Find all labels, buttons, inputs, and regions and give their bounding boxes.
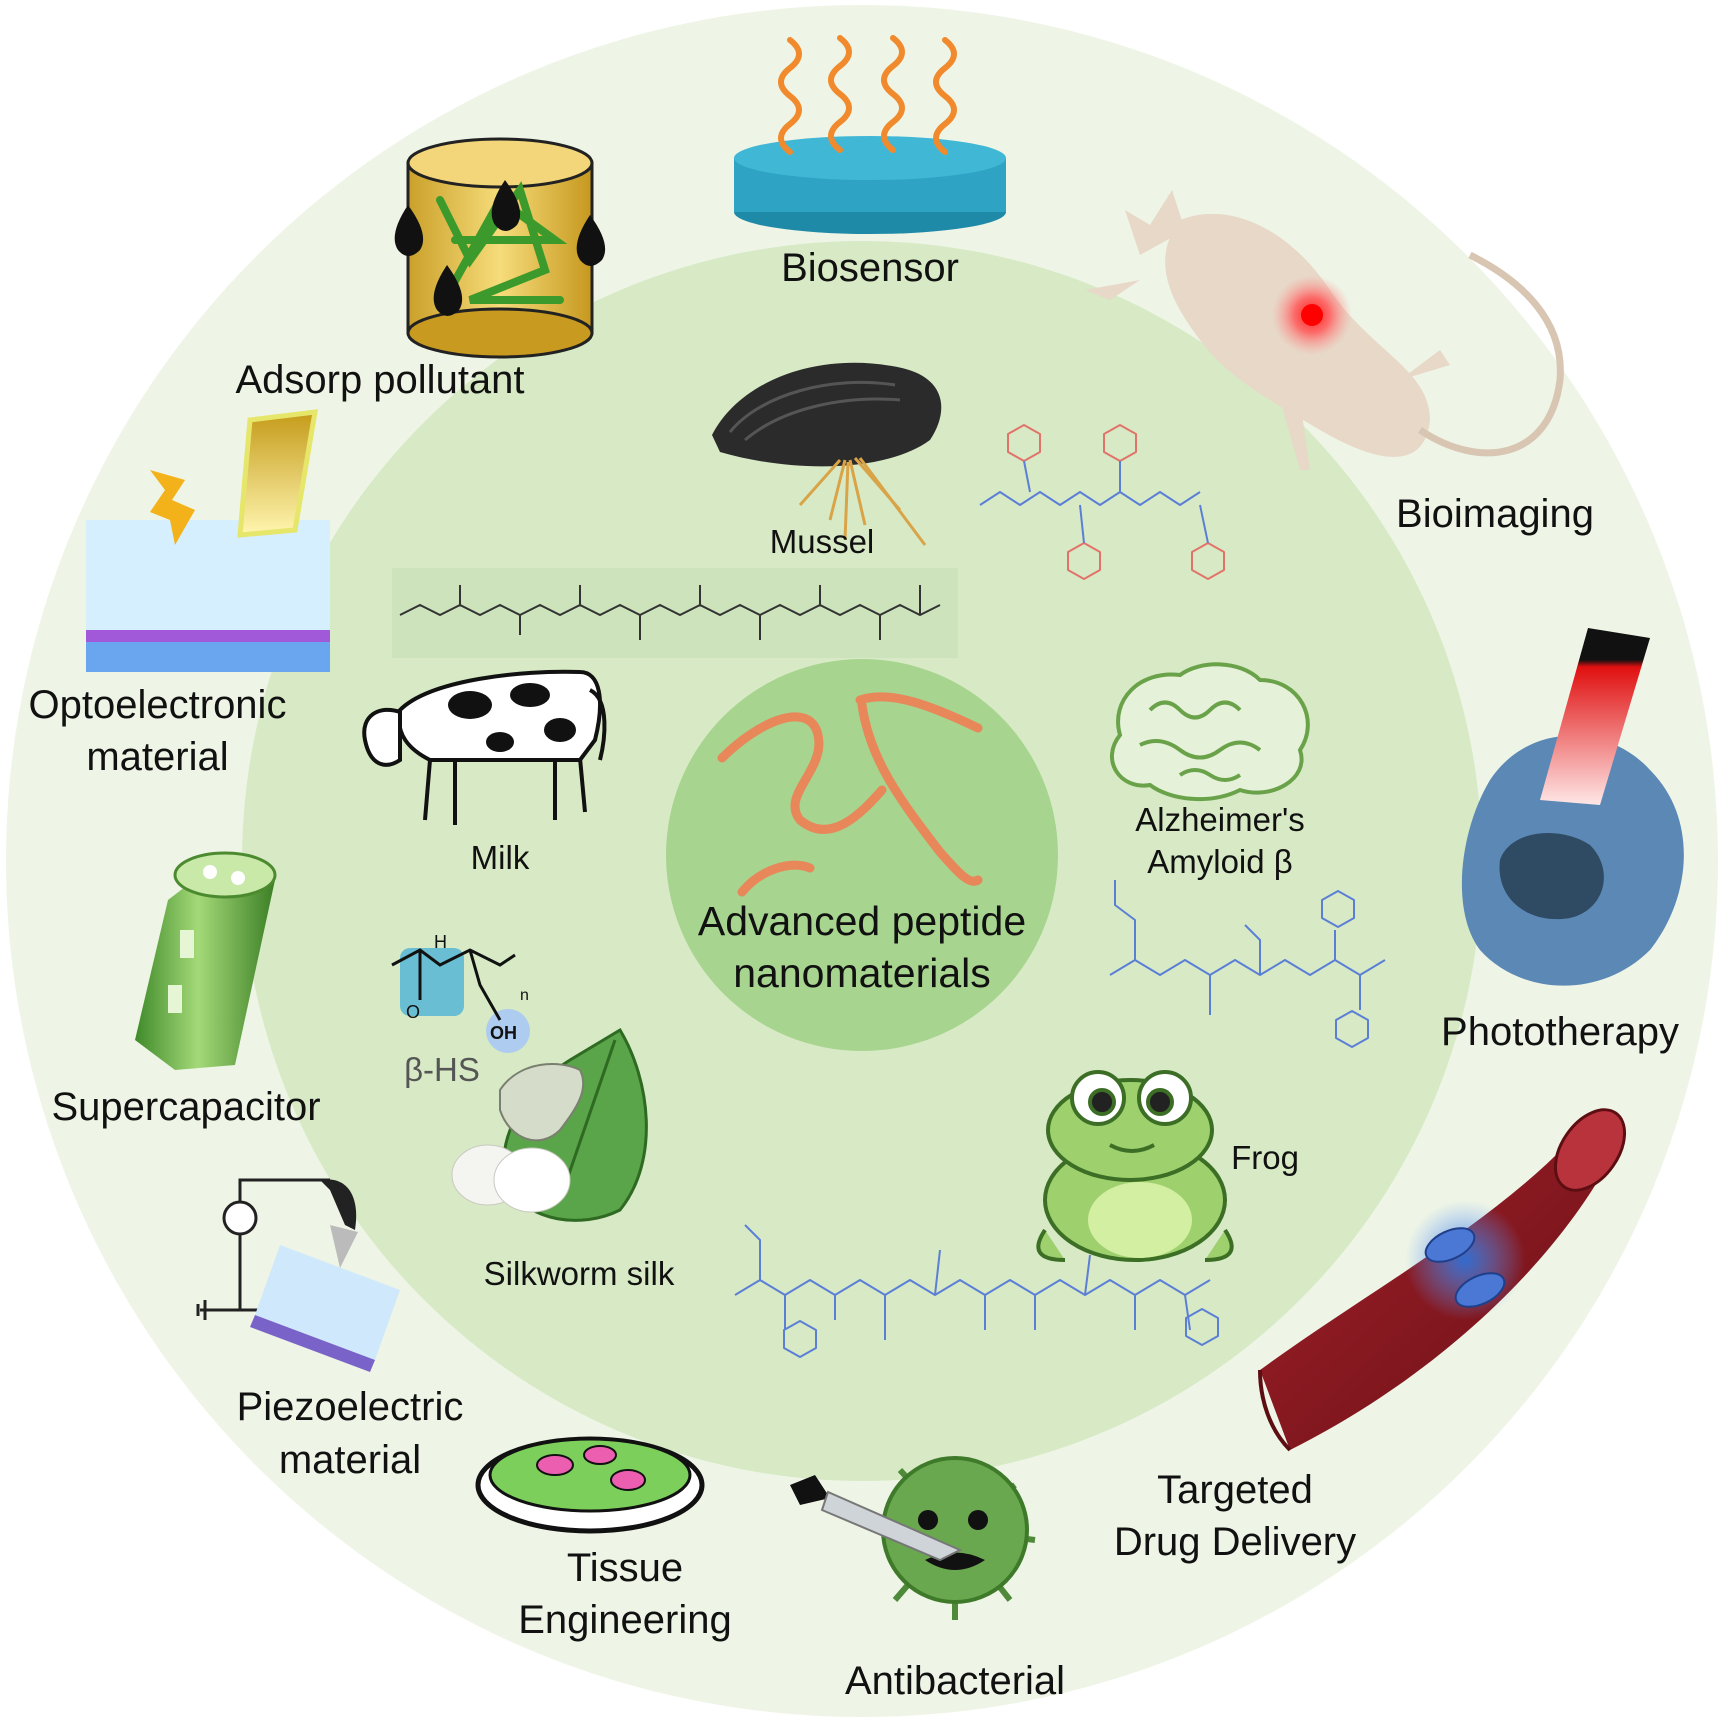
peptide-strand-icon <box>717 692 983 897</box>
phototherapy-icon <box>1461 628 1684 986</box>
label-antibacterial: Antibacterial <box>844 1659 1066 1703</box>
center-title-line2: nanomaterials <box>733 950 991 996</box>
label-optoelectronic-line1: Optoelectronic <box>28 683 287 727</box>
beta-hs-molecule <box>391 948 530 1053</box>
blood-vessel-icon <box>1258 1108 1627 1452</box>
label-phototherapy: Phototherapy <box>1441 1010 1679 1054</box>
knife-icon <box>790 1475 963 1562</box>
label-supercapacitor: Supercapacitor <box>51 1085 321 1129</box>
label-alzheimers-line2: Amyloid β <box>1147 843 1293 880</box>
label-targeted-line1: Targeted <box>1157 1468 1313 1512</box>
biosensor-icon <box>734 35 1006 234</box>
silkworm-leaf-icon <box>451 1027 648 1222</box>
chem-label-n: n <box>520 987 529 1004</box>
label-biosensor: Biosensor <box>781 246 959 290</box>
brain-icon <box>1109 662 1310 802</box>
drug-capsule-icon <box>1424 1227 1506 1308</box>
label-piezoelectric-line1: Piezoelectric <box>236 1385 464 1429</box>
lightning-icon <box>150 470 195 545</box>
label-piezoelectric-line2: material <box>278 1438 422 1482</box>
piezoelectric-device-icon <box>196 1178 400 1372</box>
dopa-peptide-structure <box>979 424 1225 580</box>
center-disc <box>666 659 1058 1051</box>
label-targeted-line2: Drug Delivery <box>1113 1520 1357 1564</box>
label-silkworm: Silkworm silk <box>483 1255 675 1292</box>
mouse-icon <box>1085 190 1564 470</box>
optoelectronic-device-icon <box>86 409 330 672</box>
center-title-line1: Advanced peptide <box>697 898 1027 944</box>
label-milk: Milk <box>470 839 530 876</box>
amyloid-beta-structure <box>1109 880 1386 1048</box>
label-frog: Frog <box>1231 1139 1299 1176</box>
oil-droplet-icon <box>394 180 606 316</box>
label-tissue-line2: Engineering <box>518 1598 732 1642</box>
supercapacitor-icon <box>135 851 277 1070</box>
mussel-icon <box>712 362 942 546</box>
chem-label-oh: OH <box>490 1023 517 1043</box>
virus-icon <box>869 1456 1036 1620</box>
label-optoelectronic-line2: material <box>86 735 229 779</box>
label-beta-hs: β-HS <box>404 1051 480 1088</box>
label-bioimaging: Bioimaging <box>1396 492 1594 536</box>
cow-icon <box>362 669 607 825</box>
chem-label-o: O <box>406 1002 420 1022</box>
adsorbent-cylinder-icon <box>394 137 606 359</box>
petri-dish-icon <box>475 1436 705 1534</box>
frog-icon <box>1036 1070 1234 1262</box>
label-mussel: Mussel <box>769 523 875 560</box>
chem-label-nh: H <box>434 932 447 952</box>
label-adsorp-pollutant: Adsorp pollutant <box>235 358 525 402</box>
label-alzheimers-line1: Alzheimer's <box>1135 801 1305 838</box>
frog-peptide-structure <box>734 1224 1219 1358</box>
peptide-backbone-strip <box>392 568 958 658</box>
label-tissue-line1: Tissue <box>566 1546 684 1590</box>
